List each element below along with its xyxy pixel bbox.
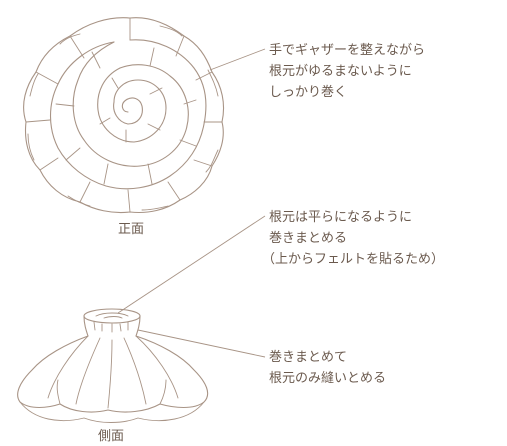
side-skirt-outline — [17, 335, 209, 413]
front-ring-4 — [97, 67, 167, 143]
side-neck-gathers — [93, 321, 129, 333]
base-callout-leader — [137, 329, 266, 358]
front-callout-line3: しっかり巻く — [269, 85, 347, 100]
front-callout-leader — [209, 48, 266, 71]
front-outer-ruffle — [27, 25, 219, 211]
side-skirt-hem — [19, 401, 205, 423]
side-neck-body — [83, 315, 141, 337]
side-view-flower — [17, 308, 209, 423]
front-ring-3 — [72, 41, 189, 167]
front-gather-lines — [25, 17, 223, 213]
front-center-curl — [113, 97, 143, 125]
side-skirt-folds — [47, 335, 179, 409]
side-neck-top — [83, 308, 141, 324]
top-callout-leader — [117, 215, 266, 314]
front-callout-line1: 手でギャザーを整えながら — [269, 43, 425, 58]
base-callout-line1: 巻きまとめて — [269, 350, 347, 365]
side-view-label: 側面 — [98, 429, 124, 444]
front-view-label: 正面 — [118, 222, 144, 237]
front-ring-2 — [50, 39, 207, 190]
top-callout-line3: （上からフェルトを貼るため） — [262, 252, 444, 267]
top-callout-line2: 巻きまとめる — [269, 231, 347, 246]
front-callout-line2: 根元がゆるまないように — [269, 64, 412, 79]
side-neck-swirl — [95, 312, 129, 319]
top-callout-line1: 根元は平らになるように — [269, 210, 412, 225]
front-outer-edge — [23, 17, 225, 214]
front-view-flower — [23, 17, 225, 214]
base-callout-line2: 根元のみ縫いとめる — [269, 371, 386, 386]
